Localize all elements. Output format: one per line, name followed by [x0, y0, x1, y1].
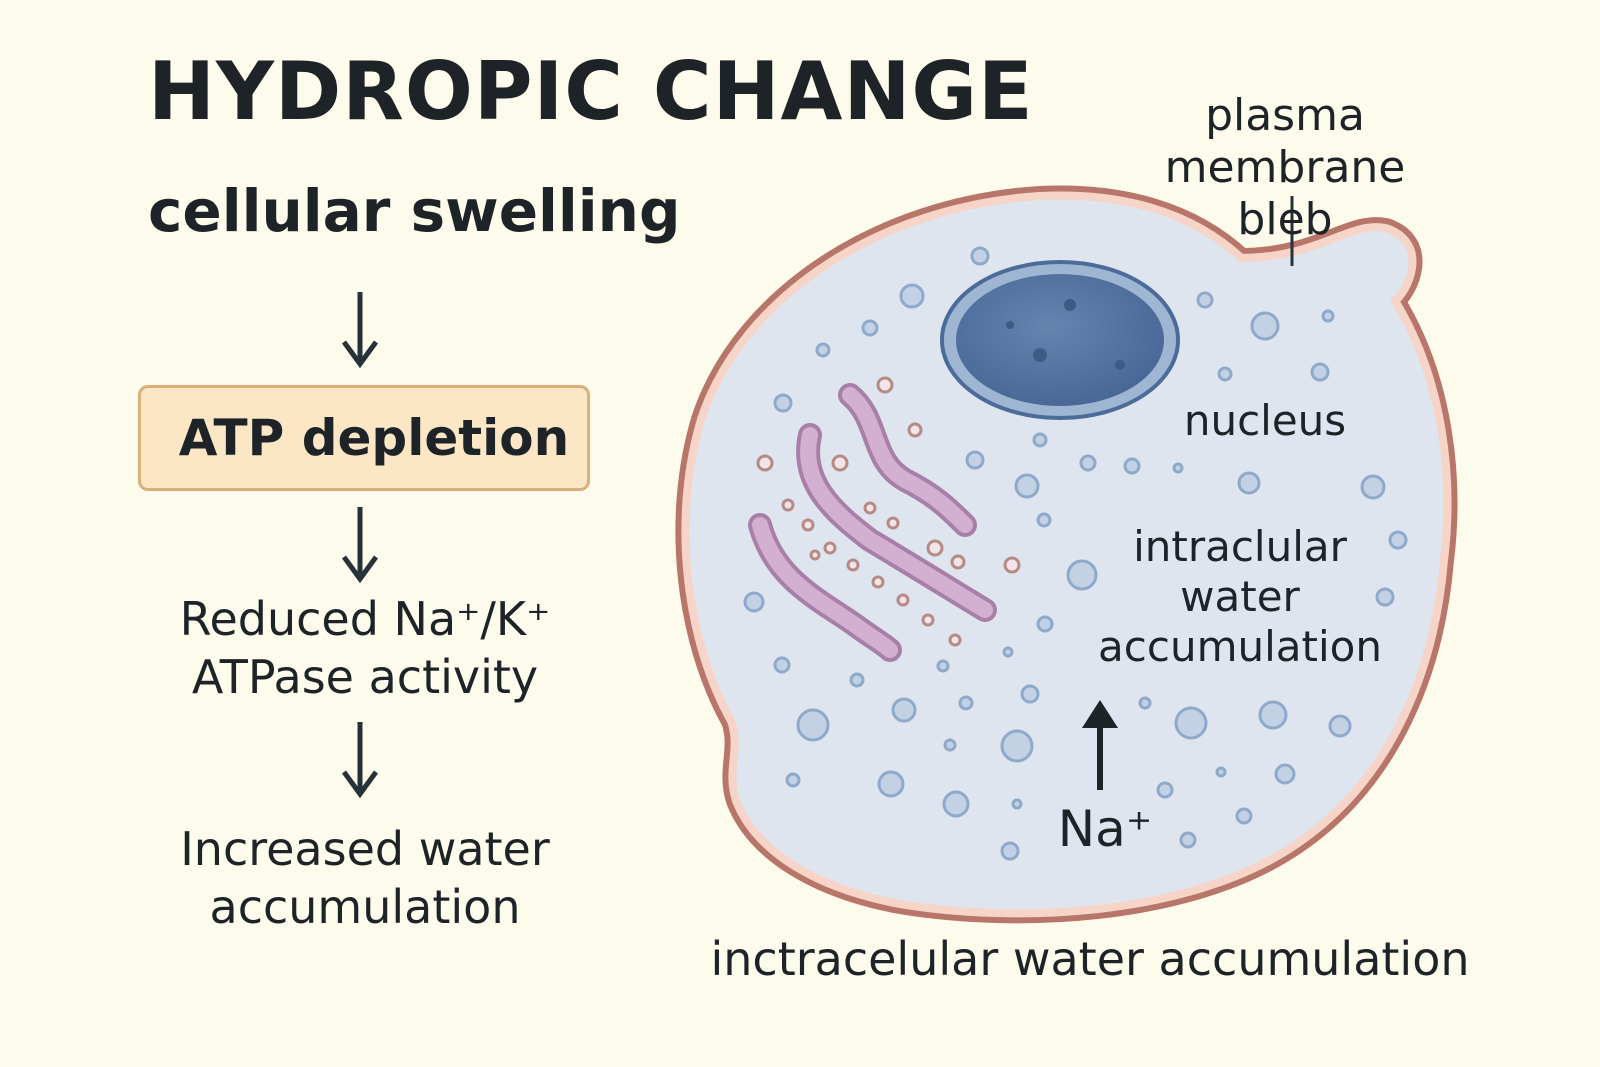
bottom-caption: inctracelular water accumulation: [710, 932, 1470, 986]
sodium-label: Na⁺: [1057, 800, 1153, 858]
atp-depletion-box: ATP depletion: [138, 385, 590, 491]
plasma-membrane-bleb-label: plasma membrane bleb: [1080, 90, 1490, 246]
flow-arrow-3: [341, 722, 379, 799]
atp-depletion-label: ATP depletion: [178, 409, 570, 467]
page-subtitle: cellular swelling: [148, 177, 681, 245]
organelle-dots: [756, 376, 1021, 647]
bleb-label-line-2: bleb: [1237, 194, 1333, 245]
flow-arrow-2: [341, 507, 379, 584]
reduced-atpase-line-2: ATPase activity: [191, 650, 539, 704]
water-label-line-1: intraclular: [1133, 522, 1347, 571]
nucleus-label: nucleus: [1183, 396, 1347, 445]
nucleus: [940, 260, 1180, 420]
increased-water-line-1: Increased water: [180, 822, 550, 876]
mitochondria: [748, 383, 997, 662]
water-vacuoles: [743, 246, 1408, 861]
page-title: HYDROPIC CHANGE: [148, 45, 1034, 138]
reduced-atpase-text: Reduced Na⁺/K⁺ ATPase activity: [130, 590, 600, 706]
flow-arrow-1: [341, 292, 379, 369]
water-label-line-3: accumulation: [1098, 622, 1382, 671]
reduced-atpase-line-1: Reduced Na⁺/K⁺: [179, 592, 551, 646]
na-influx-arrow: [1082, 700, 1118, 790]
bleb-label-line-1: plasma membrane: [1164, 90, 1406, 193]
increased-water-line-2: accumulation: [209, 880, 521, 934]
water-label-line-2: water: [1180, 572, 1300, 621]
intracellular-water-label: intraclular water accumulation: [1090, 522, 1390, 672]
increased-water-text: Increased water accumulation: [130, 820, 600, 936]
